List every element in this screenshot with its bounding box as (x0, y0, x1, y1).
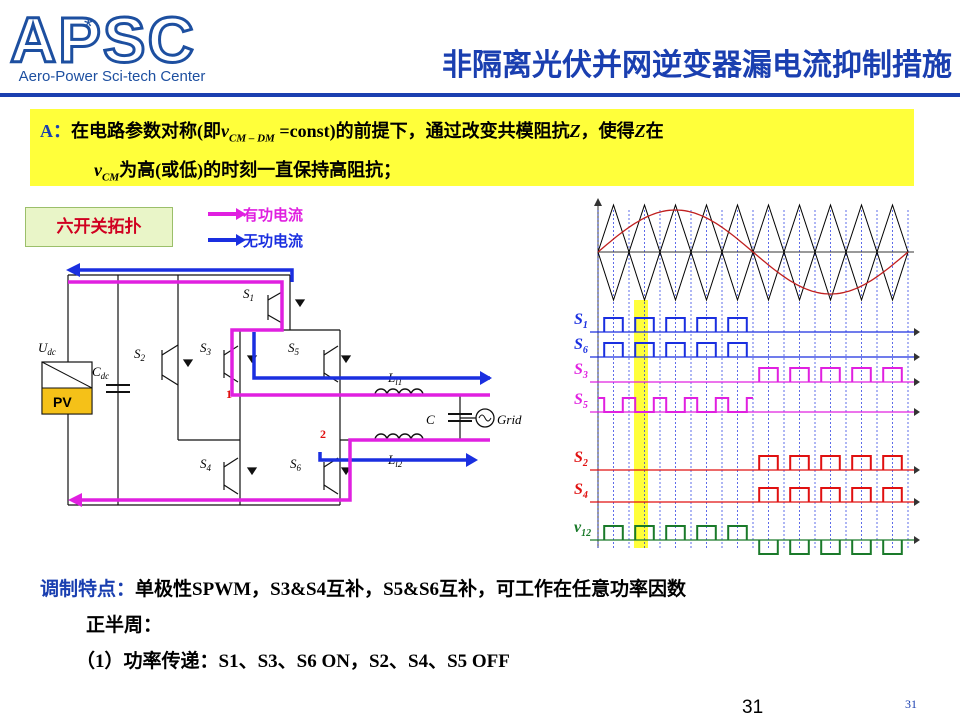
cdc-label: Cdc (92, 364, 109, 381)
page-number-small: 31 (905, 697, 917, 711)
slide-title: 非隔离光伏并网逆变器漏电流抑制措施 (442, 48, 952, 83)
time-axis-arrow (594, 198, 602, 206)
signal-arrow-4 (914, 466, 920, 474)
node-1-label: 1 (226, 387, 232, 401)
note-text: 为高(或低)的时刻一直保持高阻抗； (119, 159, 402, 180)
reactive-arrow-left (66, 263, 80, 277)
signal-arrow-2 (914, 378, 920, 386)
waveform-content (590, 198, 920, 555)
signal-label-4: S2 (574, 449, 588, 469)
logo-subtitle: Aero-Power Sci-tech Center (18, 68, 206, 85)
logo-wordmark: APSC (10, 4, 196, 76)
switch-s6 (323, 457, 352, 495)
active-arrow-left (68, 493, 82, 507)
node-2-label: 2 (320, 427, 326, 441)
power-transfer-text: （1）功率传递：S1、S3、S6 ON，S2、S4、S5 OFF (76, 651, 510, 672)
signal-label-0: S1 (574, 311, 588, 331)
signal-label-3: S5 (574, 391, 588, 411)
modulation-text: 单极性SPWM，S3&S4互补，S5&S6互补，可工作在任意功率因数 (135, 579, 687, 600)
condition-note: A：在电路参数对称(即vCM – DM =const)的前提下，通过改变共模阻抗… (30, 109, 914, 186)
signal-label-2: S3 (574, 361, 588, 381)
signal-arrow-1 (914, 353, 920, 361)
active-current-path (68, 280, 490, 502)
signal-pulses-3 (598, 397, 753, 413)
circuit-wiring (67, 274, 478, 506)
page-number: 31 (742, 697, 764, 718)
legend-active-current: 有功电流 (208, 206, 303, 224)
v-subscript: CM (102, 171, 120, 184)
signal-label-6: v12 (574, 519, 591, 539)
dc-capacitor (106, 384, 130, 393)
note-text: ，使得 (580, 121, 635, 141)
legend-reactive-current: 无功电流 (208, 232, 303, 250)
grid-source (475, 408, 495, 428)
modulation-line: 调制特点：单极性SPWM，S3&S4互补，S5&S6互补，可工作在任意功率因数 (40, 574, 686, 601)
positive-half-label: 正半周： (86, 615, 163, 636)
v-symbol: v (94, 159, 102, 180)
signal-pulses-2 (758, 367, 903, 382)
note-text: =const)的前提下，通过改变共模阻抗 (274, 121, 570, 141)
reference-sine (597, 209, 909, 295)
apsc-logo: APSC * (9, 4, 196, 78)
udc-label: Udc (38, 340, 56, 357)
s6-label: S6 (290, 456, 302, 473)
signal-pulses-5 (758, 487, 903, 502)
signal-arrow-3 (914, 408, 920, 416)
note-text: 在电路参数对称(即 (71, 121, 221, 141)
svg-text:*: * (84, 14, 93, 39)
topology-label: 六开关拓扑 (25, 207, 173, 247)
switch-s4 (223, 457, 258, 495)
signal-label-5: S4 (574, 481, 588, 501)
reactive-arrow-right-2 (466, 453, 478, 467)
signal-arrow-5 (914, 498, 920, 506)
signal-label-1: S6 (574, 336, 588, 356)
c-label: C (426, 412, 435, 427)
signal-pulses-1 (603, 342, 748, 357)
v-subscript: CM – DM (229, 132, 275, 145)
modulation-heading: 调制特点： (40, 579, 136, 600)
switch-s2 (161, 344, 194, 386)
s2-label: S2 (134, 346, 146, 363)
filter-capacitor (448, 413, 472, 422)
note-label: A： (40, 121, 71, 141)
v-symbol: v (221, 121, 229, 141)
signal-arrow-0 (914, 328, 920, 336)
legend-active-label: 有功电流 (243, 206, 303, 224)
note-text: 在 (645, 121, 664, 141)
legend-reactive-label: 无功电流 (242, 232, 303, 250)
s5-label: S5 (288, 340, 300, 357)
reactive-current-path (75, 268, 490, 462)
circuit-diagram: 有功电流 无功电流 PV Udc Cdc (38, 206, 522, 507)
switch-s5 (323, 345, 352, 383)
z-symbol: Z (569, 121, 581, 141)
s1-label: S1 (243, 286, 254, 303)
switch-s1 (267, 291, 306, 324)
s3-label: S3 (200, 340, 212, 357)
carrier-upper (597, 203, 909, 254)
s4-label: S4 (200, 456, 212, 473)
z-symbol: Z (634, 121, 646, 141)
signal-arrow-6 (914, 536, 920, 544)
pv-panel: PV (41, 361, 93, 415)
highlight-band (634, 300, 648, 548)
title-underline (0, 93, 960, 97)
signal-pulses-0 (603, 317, 748, 332)
reactive-arrow-right (480, 371, 492, 385)
pv-label: PV (53, 394, 72, 410)
signal-pulses-4 (758, 455, 903, 470)
signal-pulses-6 (603, 525, 903, 555)
grid-label: Grid (497, 412, 522, 427)
